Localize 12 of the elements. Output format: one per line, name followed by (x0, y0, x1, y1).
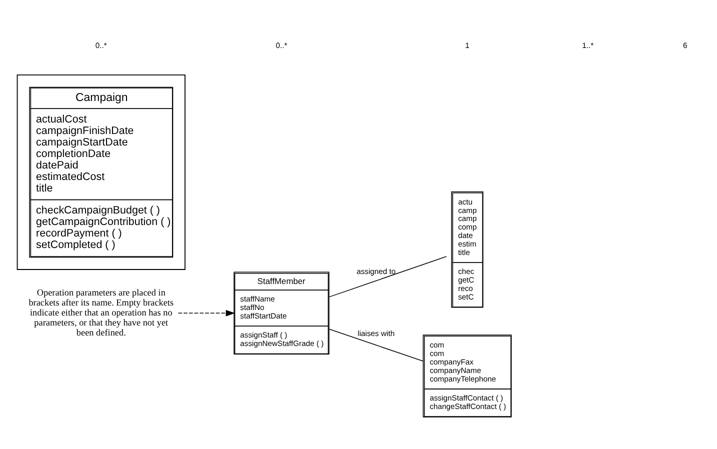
cluster (16, 74, 186, 270)
label: 1 (465, 40, 470, 50)
node-text: Operation parameters are placed in brackets after its name. Empty brackets indicate either that an operation has no parameters, or that they have not yet been defined. (28, 288, 174, 338)
label: 0..* (276, 40, 288, 50)
label: 0..* (95, 40, 107, 50)
edge-label: liaises with (358, 329, 395, 338)
connector (328, 328, 424, 362)
label: 6 (683, 40, 688, 50)
arrow (178, 310, 236, 316)
label: 1..* (582, 40, 594, 50)
connector (328, 256, 447, 298)
edge-label: assigned to (356, 267, 396, 276)
